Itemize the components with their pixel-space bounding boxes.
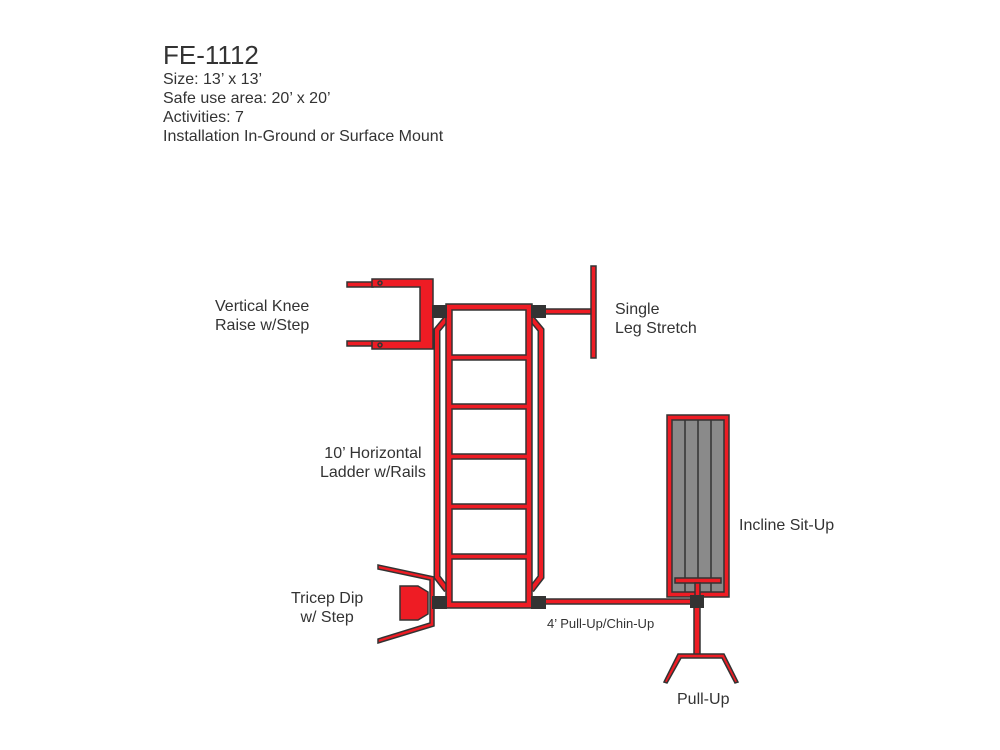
label-knee-raise: Vertical Knee Raise w/Step: [215, 297, 309, 335]
label-line: Ladder w/Rails: [320, 464, 426, 481]
chinup-bar: [544, 598, 740, 684]
label-line: Single: [615, 301, 660, 318]
spec-header: FE-1112 Size: 13’ x 13’ Safe use area: 2…: [163, 40, 443, 146]
label-situp: Incline Sit-Up: [739, 517, 835, 534]
horizontal-ladder: [445, 303, 533, 609]
label-chinup: 4’ Pull-Up/Chin-Up: [547, 616, 655, 631]
label-line: Leg Stretch: [615, 320, 697, 337]
label-ladder: 10’ Horizontal Ladder w/Rails: [320, 444, 426, 482]
knee-raise-station: [346, 278, 434, 350]
tricep-dip-station: [377, 564, 435, 645]
spec-safe-area: Safe use area: 20’ x 20’: [163, 90, 331, 107]
label-pullup: Pull-Up: [677, 691, 730, 708]
label-line: Raise w/Step: [215, 317, 310, 334]
incline-situp-station: [666, 414, 730, 598]
label-line: Tricep Dip: [291, 590, 364, 607]
model-title: FE-1112: [163, 40, 259, 70]
label-tricep: Tricep Dip w/ Step: [291, 589, 363, 627]
connectors: [432, 305, 704, 609]
label-line: Vertical Knee: [215, 298, 310, 315]
label-leg-stretch: Single Leg Stretch: [615, 300, 697, 338]
leg-stretch-station: [544, 265, 597, 359]
label-line: w/ Step: [300, 609, 354, 626]
label-line: 10’ Horizontal: [324, 445, 422, 462]
spec-activities: Activities: 7: [163, 109, 244, 126]
spec-installation: Installation In-Ground or Surface Mount: [163, 128, 444, 145]
spec-size: Size: 13’ x 13’: [163, 71, 263, 88]
